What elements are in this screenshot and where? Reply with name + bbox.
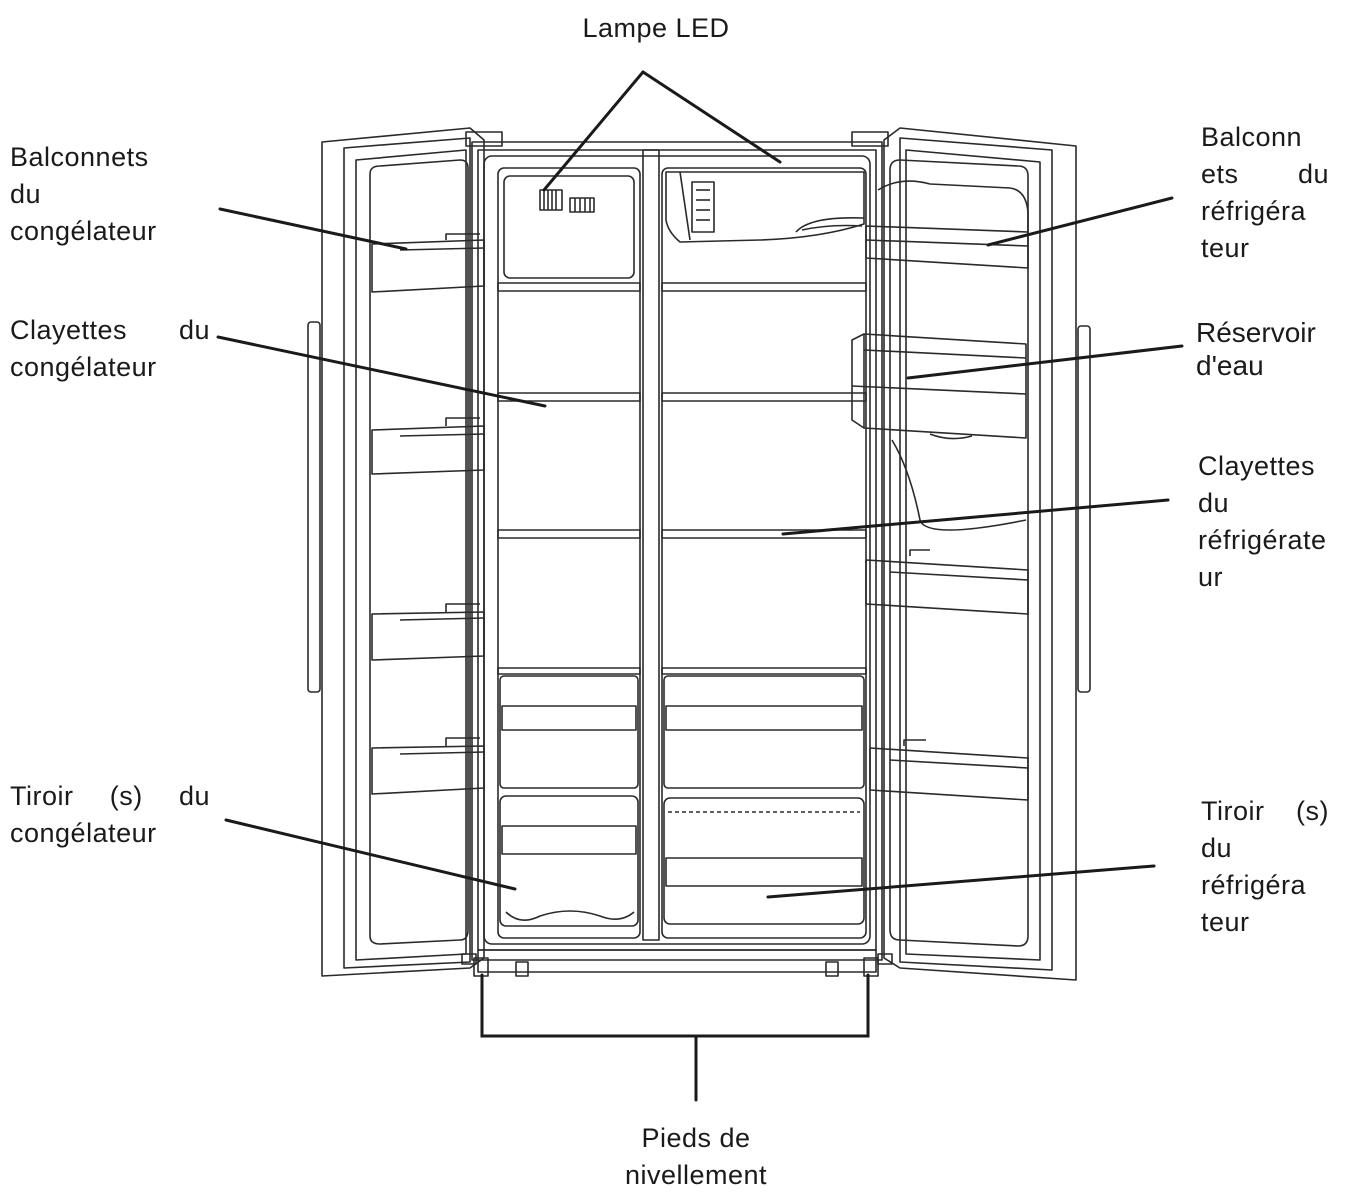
freezer-drawers-callout-line [224,818,517,891]
fridge-compartment [661,167,867,939]
fridge-door-balconies [865,225,1029,801]
fridge-drawers-callout-line [766,864,1156,899]
fridge-shelves [661,282,867,675]
fridge-shelves-callout-line [781,498,1170,536]
led-callout-line [641,70,782,164]
label-freezer-drawers: Tiroir (s) du congélateur [10,781,210,848]
fridge-balconies-callout-line [986,196,1174,247]
water-tank-callout-line [906,344,1184,380]
label-leveling-feet: Pieds de nivellement [624,1123,768,1190]
freezer-shelves [497,282,641,675]
label-water-tank: Réservoir d'eau [1196,317,1316,381]
feet-bracket-line [480,973,870,1038]
led-callout-line [542,70,645,192]
label-fridge-shelves: Clayettes du réfrigérate ur [1198,451,1327,592]
freezer-balconies-callout-line [218,207,408,251]
water-reservoir [851,333,1027,440]
freezer-drawers [499,675,639,927]
cabinet-body [465,131,889,973]
fridge-drawers [663,675,865,925]
freezer-door [307,127,485,977]
label-led-lamp: Lampe LED [582,13,730,43]
label-freezer-door-balconies: Balconnets du congélateur [10,142,157,246]
fridge-door [851,127,1091,981]
label-freezer-shelves: Clayettes du congélateur [10,315,210,382]
freezer-shelves-callout-line [216,335,547,408]
label-fridge-drawers: Tiroir (s) du réfrigéra teur [1201,796,1329,937]
freezer-compartment [497,167,641,939]
freezer-door-balconies [371,233,485,795]
fridge-led-lamp [665,171,865,243]
label-fridge-door-balconies: Balconn ets du réfrigéra teur [1201,122,1329,263]
callout-lines [216,70,1184,1102]
freezer-led-lamp [539,189,595,213]
